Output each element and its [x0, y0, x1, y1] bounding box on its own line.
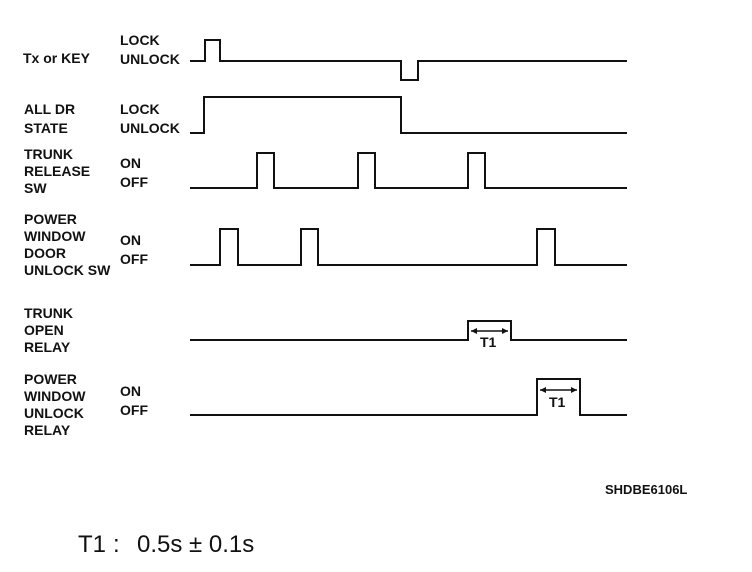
signal-power-window-unlock-relay: POWER WINDOW UNLOCK RELAY ON OFF T1: [24, 371, 627, 438]
signal-tx-or-key: Tx or KEY LOCK UNLOCK: [23, 32, 627, 81]
t1-dimension: T1: [471, 328, 508, 350]
state-high-label: ON: [120, 232, 141, 248]
signal-power-window-door-unlock-sw: POWER WINDOW DOOR UNLOCK SW ON OFF: [24, 211, 627, 278]
signal-label: POWER: [24, 371, 77, 387]
t1-label: T1: [549, 394, 566, 410]
state-high-label: LOCK: [120, 101, 160, 117]
state-low-label: UNLOCK: [120, 51, 180, 67]
signal-label: OPEN: [24, 322, 64, 338]
state-high-label: ON: [120, 383, 141, 399]
figure-code: SHDBE6106L: [605, 482, 687, 497]
signal-label: RELAY: [24, 422, 71, 438]
waveform: [190, 378, 627, 416]
waveform: [190, 320, 627, 341]
signal-label: UNLOCK: [24, 405, 84, 421]
signal-label: TRUNK: [24, 305, 73, 321]
signal-label: RELAY: [24, 339, 71, 355]
footnote: T1 : 0.5s ± 0.1s: [78, 531, 254, 558]
state-low-label: OFF: [120, 251, 148, 267]
signal-label: TRUNK: [24, 146, 73, 162]
state-low-label: OFF: [120, 174, 148, 190]
signal-label: DOOR: [24, 245, 66, 261]
t1-dimension: T1: [540, 387, 577, 410]
waveform: [190, 152, 627, 189]
footnote-value: 0.5s ± 0.1s: [137, 531, 254, 558]
signal-all-dr-state: ALL DR STATE LOCK UNLOCK: [24, 96, 627, 136]
signal-label: POWER: [24, 211, 77, 227]
state-high-label: LOCK: [120, 32, 160, 48]
signal-label: UNLOCK SW: [24, 262, 111, 278]
signal-trunk-release-sw: TRUNK RELEASE SW ON OFF: [24, 146, 627, 196]
signal-label: SW: [24, 180, 47, 196]
t1-label: T1: [480, 334, 497, 350]
waveform: [190, 96, 627, 134]
footnote-separator: :: [113, 531, 120, 558]
signal-label: WINDOW: [24, 388, 86, 404]
state-high-label: ON: [120, 155, 141, 171]
state-low-label: UNLOCK: [120, 120, 180, 136]
waveform: [190, 228, 627, 266]
waveform: [190, 39, 627, 81]
signal-label: STATE: [24, 120, 68, 136]
state-low-label: OFF: [120, 402, 148, 418]
signal-label: RELEASE: [24, 163, 90, 179]
signal-trunk-open-relay: TRUNK OPEN RELAY T1: [24, 305, 627, 355]
signal-label: ALL DR: [24, 101, 75, 117]
signal-label: WINDOW: [24, 228, 86, 244]
signal-label: Tx or KEY: [23, 50, 91, 66]
footnote-symbol: T1: [78, 531, 106, 558]
